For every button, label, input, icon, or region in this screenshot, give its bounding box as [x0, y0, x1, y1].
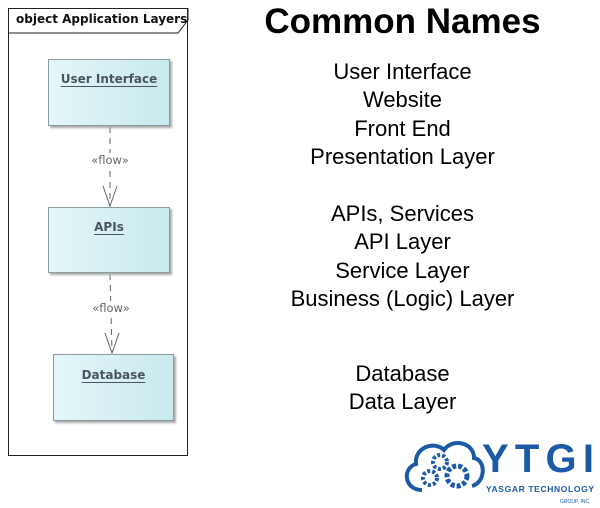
common-names-heading: Common Names	[264, 2, 541, 41]
ytgi-logo: YTGI YASGAR TECHNOLOGY GROUP, INC.	[405, 437, 594, 505]
name-item: Data Layer	[348, 389, 457, 414]
node-label-apis: APIs	[94, 220, 124, 234]
node-apis[interactable]	[48, 207, 170, 273]
flow-label-1: «flow»	[80, 153, 140, 167]
logo-subtitle2: GROUP, INC.	[560, 499, 590, 505]
flow-label-2: «flow»	[81, 301, 141, 315]
name-item: Business (Logic) Layer	[290, 286, 515, 311]
name-item: Service Layer	[335, 258, 470, 283]
node-database[interactable]	[53, 354, 174, 421]
frame-title-tab	[8, 8, 189, 34]
name-item: Website	[362, 87, 443, 112]
diagram-frame	[8, 8, 188, 456]
name-item: API Layer	[354, 229, 451, 254]
gear-icon	[421, 469, 439, 487]
name-item: Database	[355, 361, 450, 386]
name-item: Presentation Layer	[310, 144, 495, 169]
node-label-user-interface: User Interface	[60, 72, 158, 86]
name-item: Front End	[354, 116, 451, 141]
node-user-interface[interactable]	[48, 59, 170, 126]
logo-text: YTGI	[482, 437, 594, 481]
arrowhead-2	[104, 332, 120, 355]
arrowhead-1	[102, 185, 118, 208]
frame-title: object Application Layers	[16, 12, 188, 26]
logo-subtitle: YASGAR TECHNOLOGY	[486, 484, 594, 494]
gear-icon	[431, 453, 449, 471]
cloud-icon	[405, 441, 485, 492]
name-item: APIs, Services	[330, 201, 475, 226]
name-item: User Interface	[333, 59, 472, 84]
diagram-lines	[8, 8, 189, 355]
gear-icon	[444, 463, 470, 489]
flow-edge-2	[109, 273, 113, 353]
node-label-database: Database	[81, 368, 146, 382]
